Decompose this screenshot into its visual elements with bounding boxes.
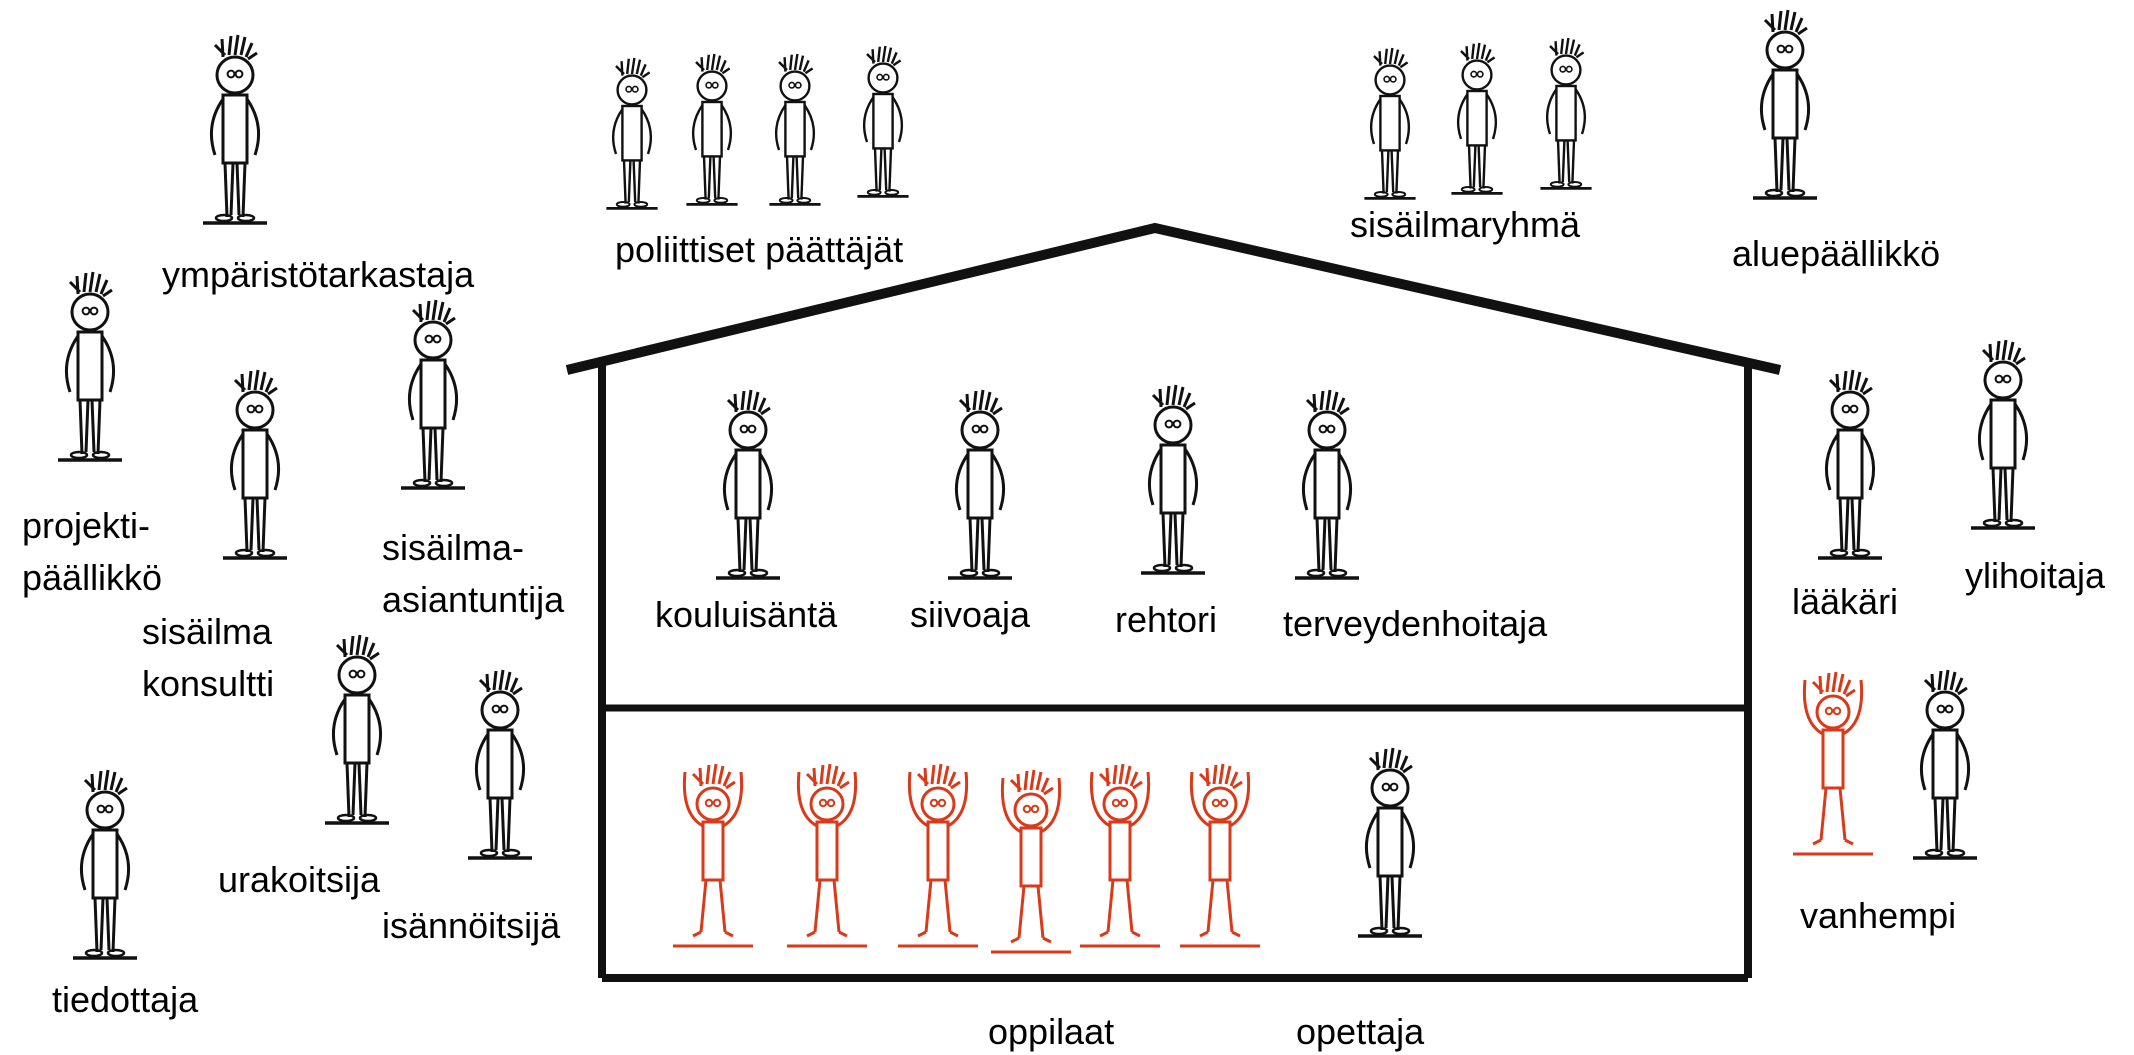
label-oppilaat: oppilaat: [988, 1011, 1114, 1052]
label-kouluisanta: kouluisäntä: [655, 594, 838, 635]
label-isannoitsija: isännöitsijä: [382, 905, 561, 946]
figure-kouluisanta: [714, 388, 782, 580]
label-sisailmaryhma: sisäilmaryhmä: [1350, 204, 1581, 245]
figure-aluepaallikko: [1751, 8, 1819, 200]
label-projekti-line2: päällikkö: [22, 557, 162, 598]
label-projekti-line1: projekti-: [22, 505, 150, 546]
figure-poliittiset-2: [685, 52, 739, 206]
figure-sisailma-konsultti: [221, 368, 289, 560]
figure-vanhempi-child: [1791, 670, 1875, 856]
figure-sisailmaryhma-1: [1363, 46, 1417, 200]
figure-oppilas-3: [896, 762, 980, 948]
label-sisailma-asiantuntija-line1: sisäilma-: [382, 527, 524, 568]
figure-sisailmaryhma-2: [1450, 41, 1504, 195]
label-terveydenhoitaja: terveydenhoitaja: [1283, 603, 1548, 644]
figure-terveydenhoitaja: [1293, 388, 1361, 580]
figure-oppilas-2: [785, 762, 869, 948]
label-sisailma-konsultti-line1: sisäilma: [142, 611, 273, 652]
label-sisailma-asiantuntija-line2: asiantuntija: [382, 579, 565, 620]
house-roof: [565, 222, 1782, 375]
figure-siivoaja: [946, 388, 1014, 580]
figure-projektipaallikko: [56, 270, 124, 462]
figure-urakoitsija: [323, 633, 391, 825]
figure-oppilas-5: [1078, 762, 1162, 948]
figure-oppilas-1: [671, 762, 755, 948]
label-laakari: lääkäri: [1792, 581, 1898, 622]
label-sisailma-konsultti-line2: konsultti: [142, 663, 274, 704]
figure-isannoitsija: [466, 668, 534, 860]
label-siivoaja: siivoaja: [910, 594, 1031, 635]
label-ylihoitaja: ylihoitaja: [1965, 555, 2106, 596]
figure-ymparistotarkastaja: [201, 33, 269, 225]
label-vanhempi: vanhempi: [1800, 895, 1956, 936]
figure-poliittiset-3: [768, 52, 822, 206]
label-urakoitsija: urakoitsija: [218, 859, 381, 900]
figure-sisailma-asiantuntija: [399, 298, 467, 490]
figure-oppilas-6: [1178, 762, 1262, 948]
label-poliittiset-paattajat: poliittiset päättäjät: [615, 229, 903, 270]
label-aluepaallikko: aluepäällikkö: [1732, 233, 1940, 274]
label-rehtori: rehtori: [1115, 599, 1217, 640]
label-tiedottaja: tiedottaja: [52, 979, 199, 1020]
figure-tiedottaja: [71, 768, 139, 960]
figure-sisailmaryhma-3: [1539, 36, 1593, 190]
label-opettaja: opettaja: [1296, 1011, 1425, 1052]
figure-ylihoitaja: [1969, 338, 2037, 530]
figure-poliittiset-4: [856, 44, 910, 198]
label-ymparistotarkastaja: ympäristötarkastaja: [162, 254, 475, 295]
figure-opettaja: [1356, 746, 1424, 938]
figure-vanhempi: [1911, 668, 1979, 860]
figure-rehtori: [1139, 383, 1207, 575]
school-house: [565, 222, 1782, 982]
figure-oppilas-4: [989, 768, 1073, 954]
figure-laakari: [1816, 368, 1884, 560]
figure-poliittiset-1: [605, 56, 659, 210]
